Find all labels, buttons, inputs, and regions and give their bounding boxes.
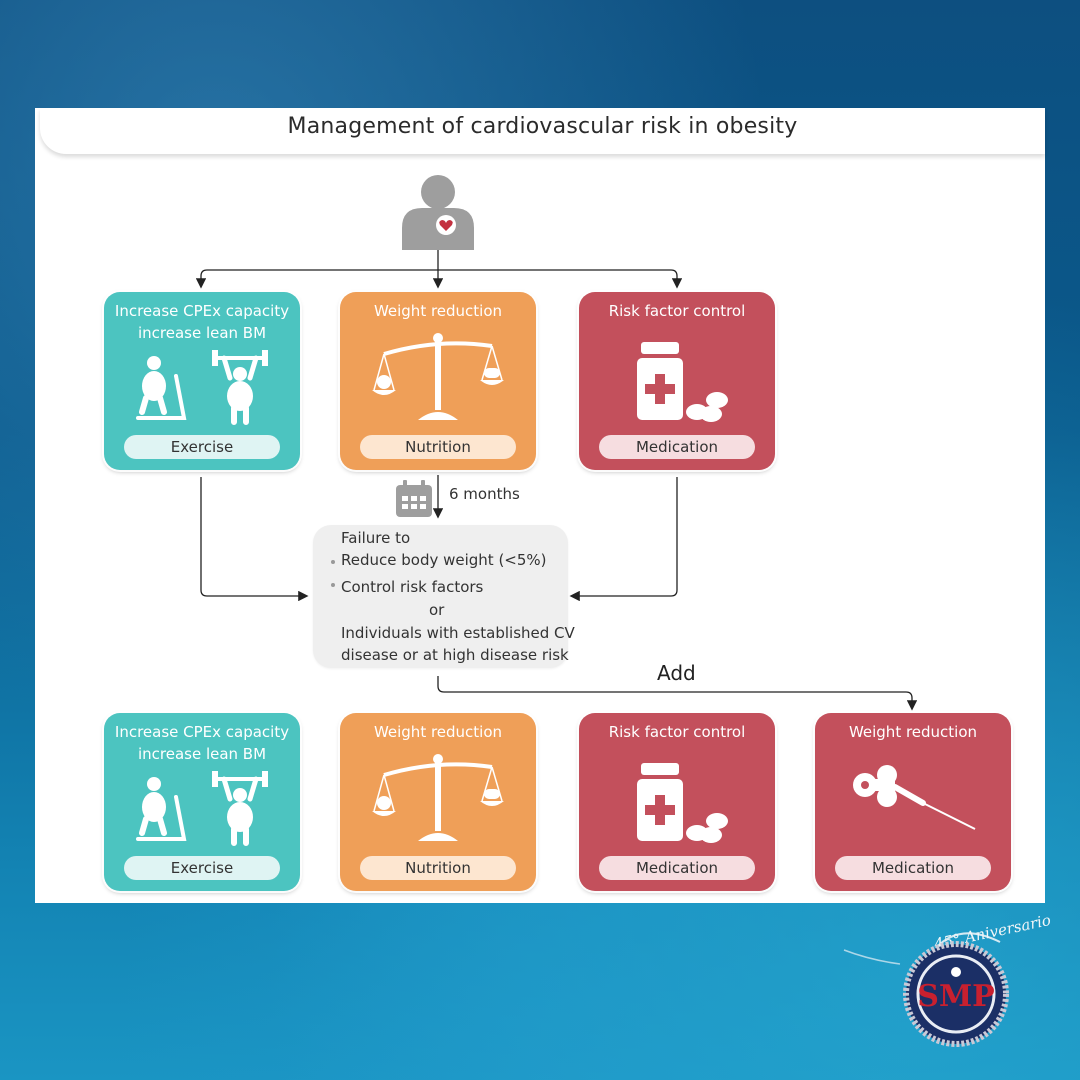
card-heading: Risk factor control bbox=[608, 302, 746, 320]
medication-pill: Medication bbox=[835, 856, 991, 880]
weight-reduction-medication-card: Weight reduction Medication bbox=[815, 713, 1011, 891]
weight-reduction-card: Weight reduction Nutrition bbox=[340, 713, 536, 891]
failure-heading: Failure to bbox=[341, 529, 411, 547]
arrow-risk-to-failure bbox=[569, 477, 678, 602]
medication-pill: Medication bbox=[599, 435, 755, 459]
pill-bottle-icon bbox=[637, 342, 728, 422]
card-heading: Weight reduction bbox=[373, 723, 503, 741]
nutrition-pill: Nutrition bbox=[360, 435, 516, 459]
calendar-icon bbox=[396, 480, 432, 517]
card-heading: Increase CPEx capacity bbox=[114, 723, 290, 741]
anniversary-logo-icon: 45° Aniversario SMP bbox=[843, 911, 1052, 1047]
weight-reduction-card: Weight reduction Nutrition bbox=[340, 292, 536, 470]
failure-individuals-line-1: Individuals with established CV bbox=[341, 624, 575, 642]
nutrition-pill: Nutrition bbox=[360, 856, 516, 880]
failure-individuals-line-2: disease or at high disease risk bbox=[341, 646, 569, 664]
bullet-icon bbox=[331, 560, 335, 564]
exercise-card: Increase CPEx capacity increase lean BM … bbox=[104, 292, 300, 470]
exercise-card: Increase CPEx capacity increase lean BM … bbox=[104, 713, 300, 891]
title-bar bbox=[40, 108, 1045, 154]
diagram-title: Management of cardiovascular risk in obe… bbox=[287, 114, 798, 139]
card-heading: Weight reduction bbox=[848, 723, 978, 741]
medication-pill: Medication bbox=[599, 856, 755, 880]
patient-heart-icon bbox=[402, 175, 474, 250]
arrow-add bbox=[437, 676, 918, 711]
weightlifter-icon bbox=[212, 771, 268, 846]
exercise-pill: Exercise bbox=[124, 435, 280, 459]
treadmill-icon bbox=[136, 777, 187, 841]
scale-icon bbox=[372, 754, 504, 841]
card-heading: Weight reduction bbox=[373, 302, 503, 320]
bullet-icon bbox=[331, 583, 335, 587]
exercise-pill: Exercise bbox=[124, 856, 280, 880]
pill-bottle-icon bbox=[637, 763, 728, 843]
card-subheading: increase lean BM bbox=[137, 324, 267, 342]
risk-factor-card: Risk factor control Medication bbox=[579, 713, 775, 891]
card-heading: Increase CPEx capacity bbox=[114, 302, 290, 320]
failure-bullet: Reduce body weight (<5%) bbox=[341, 551, 547, 569]
treadmill-icon bbox=[136, 356, 187, 420]
failure-criteria-box: Failure to Reduce body weight (<5%) Cont… bbox=[313, 525, 575, 668]
add-label: Add bbox=[657, 661, 696, 685]
card-subheading: increase lean BM bbox=[137, 745, 267, 763]
injection-pen-icon bbox=[853, 765, 976, 830]
svg-text:SMP: SMP bbox=[917, 979, 994, 1014]
scale-icon bbox=[372, 333, 504, 420]
risk-factor-card: Risk factor control Medication bbox=[579, 292, 775, 470]
failure-bullet: Control risk factors bbox=[341, 578, 484, 596]
interval-label: 6 months bbox=[449, 485, 520, 503]
arrow-exercise-to-failure bbox=[200, 477, 309, 602]
card-heading: Risk factor control bbox=[608, 723, 746, 741]
weightlifter-icon bbox=[212, 350, 268, 425]
failure-or: or bbox=[429, 601, 445, 619]
